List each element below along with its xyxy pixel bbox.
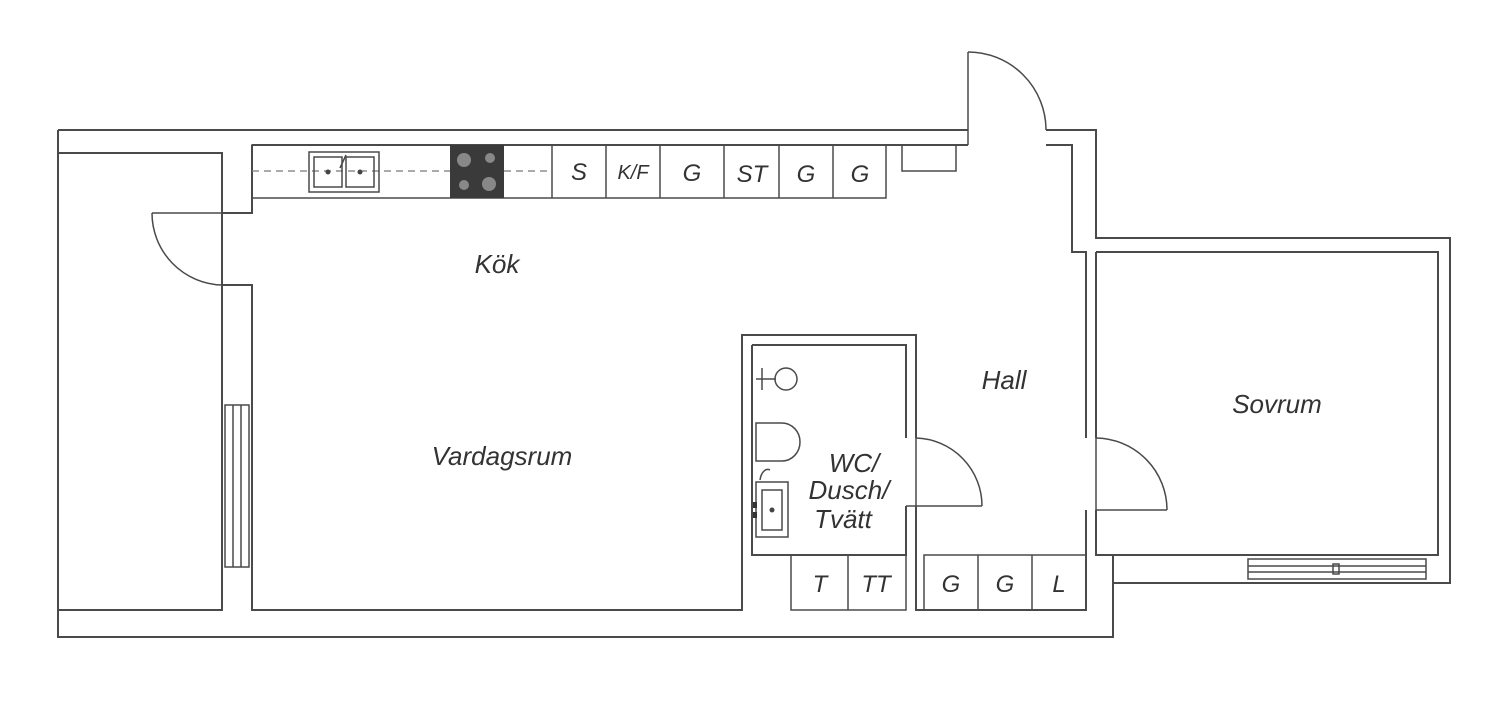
bathroom-fixtures	[753, 367, 907, 611]
hall-cabinet-3: L	[1052, 571, 1065, 598]
room-label-bath-1: WC/	[829, 448, 882, 478]
kitchen-cabinet-2: K/F	[617, 162, 650, 184]
kitchen-cabinet-5: G	[797, 161, 816, 188]
hall-cabinets	[923, 554, 1087, 611]
door-balcony	[151, 212, 223, 286]
door-bedroom	[1095, 437, 1168, 511]
room-label-living: Vardagsrum	[432, 441, 573, 471]
window-living	[224, 404, 250, 568]
bath-cabinet-1: T	[813, 571, 830, 598]
kitchen-counter	[251, 144, 957, 199]
outer-walls	[57, 129, 1451, 638]
room-label-bedroom: Sovrum	[1232, 389, 1322, 419]
hall-cabinet-2: G	[996, 571, 1015, 598]
hall-cabinet-1: G	[942, 571, 961, 598]
window-bedroom	[1247, 558, 1427, 580]
sink-icon	[308, 151, 380, 193]
kitchen-cabinet-6: G	[851, 161, 870, 188]
kitchen-cabinet-4: ST	[737, 161, 770, 188]
room-label-bath-2: Dusch/	[809, 475, 893, 505]
stove-icon	[450, 145, 504, 198]
bath-cabinet-2: TT	[861, 571, 893, 598]
shower-icon	[756, 367, 798, 391]
washbasin-icon	[753, 468, 789, 538]
room-label-hall: Hall	[982, 365, 1028, 395]
door-entrance	[967, 51, 1047, 145]
room-label-kitchen: Kök	[475, 249, 522, 279]
room-label-bath-3: Tvätt	[814, 504, 874, 534]
door-bathroom	[915, 437, 983, 507]
kitchen-cabinet-3: G	[683, 160, 702, 187]
toilet-icon	[755, 422, 801, 462]
kitchen-cabinet-1: S	[571, 159, 587, 186]
